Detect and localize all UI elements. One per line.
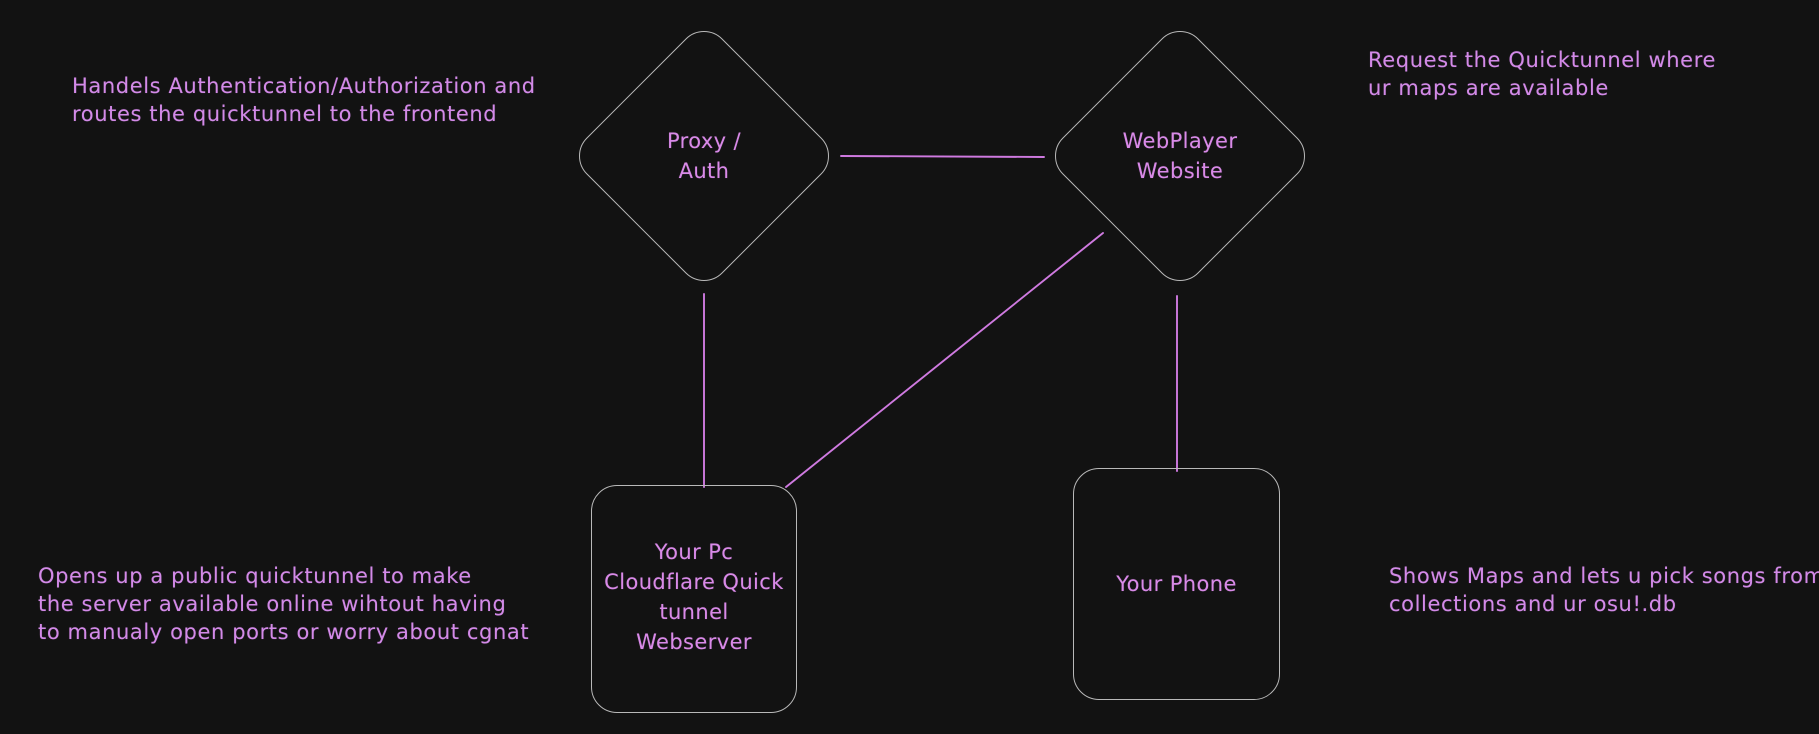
node-your-phone[interactable] — [1073, 468, 1280, 700]
annotation-your-pc: Opens up a public quicktunnel to make th… — [38, 564, 530, 644]
annotation-your-phone: Shows Maps and lets u pick songs from co… — [1389, 564, 1819, 616]
node-proxy-auth-label: Proxy / Auth — [666, 129, 742, 183]
edge-webplayer-to-yourpc — [785, 232, 1104, 488]
node-your-pc[interactable] — [591, 485, 797, 713]
node-your-phone-label: Your Phone — [1116, 572, 1237, 596]
annotation-proxy-auth: Handels Authentication/Authorization and… — [72, 74, 536, 126]
node-your-pc-label: Your Pc Cloudflare Quick tunnel Webserve… — [604, 540, 784, 654]
edge-proxy-to-webplayer — [840, 155, 1045, 158]
annotation-webplayer: Request the Quicktunnel where ur maps ar… — [1368, 48, 1716, 100]
node-webplayer-website-label: WebPlayer Website — [1122, 129, 1238, 183]
